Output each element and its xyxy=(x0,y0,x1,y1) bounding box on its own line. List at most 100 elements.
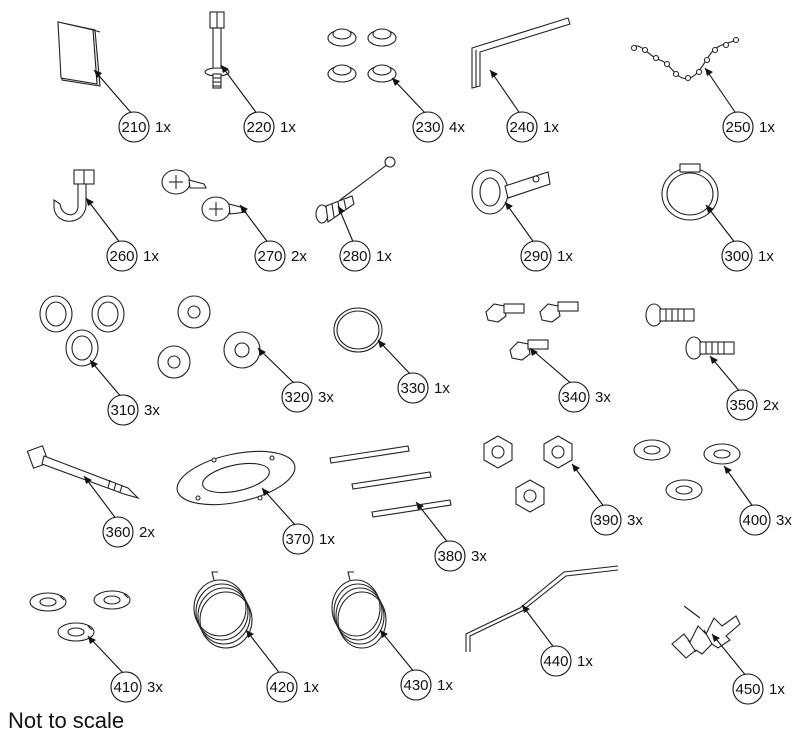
screw-with-pin-icon xyxy=(315,156,396,224)
part-number: 420 xyxy=(269,679,294,696)
part-qty: 1x xyxy=(280,119,296,136)
washers-icon xyxy=(633,439,741,501)
part-number: 380 xyxy=(437,548,462,565)
part-240: 240 1x xyxy=(471,17,571,143)
part-400: 400 3x xyxy=(633,439,792,536)
part-450: 450 1x xyxy=(671,605,785,705)
part-300: 300 1x xyxy=(661,163,774,272)
split-lock-washers-icon xyxy=(29,590,131,642)
part-410: 410 3x xyxy=(29,590,163,703)
part-qty: 1x xyxy=(759,119,775,136)
part-number: 400 xyxy=(742,512,767,529)
bent-rod-icon xyxy=(465,565,619,652)
rubber-bumpers-icon xyxy=(327,28,397,83)
phillips-screws-icon xyxy=(161,169,247,222)
part-220: 220 1x xyxy=(204,11,296,143)
footer-note: Not to scale xyxy=(8,708,125,733)
part-number: 440 xyxy=(543,653,568,670)
part-qty: 3x xyxy=(318,389,334,406)
part-number: 390 xyxy=(593,512,618,529)
part-390: 390 3x xyxy=(483,435,643,536)
part-number: 340 xyxy=(561,389,586,406)
manual-booklet-icon xyxy=(57,21,101,87)
part-number: 370 xyxy=(285,531,310,548)
part-350: 350 2x xyxy=(645,303,779,421)
part-number: 410 xyxy=(113,679,138,696)
part-280: 280 1x xyxy=(315,156,396,272)
part-number: 290 xyxy=(523,248,548,265)
part-qty: 1x xyxy=(543,119,559,136)
hex-bolt-icon xyxy=(204,11,230,89)
part-number: 320 xyxy=(284,389,309,406)
part-qty: 3x xyxy=(144,402,160,419)
part-360: 360 2x xyxy=(26,445,155,548)
part-330: 330 1x xyxy=(333,307,450,404)
hook-icon xyxy=(53,169,95,222)
hex-nuts-icon xyxy=(483,435,573,513)
part-440: 440 1x xyxy=(465,565,619,677)
part-qty: 4x xyxy=(449,119,465,136)
clamp-bracket-icon xyxy=(471,169,551,215)
part-qty: 3x xyxy=(627,512,643,529)
part-number: 430 xyxy=(403,677,428,694)
part-270: 270 2x xyxy=(161,169,307,272)
o-ring-icon xyxy=(333,307,383,353)
part-number: 230 xyxy=(415,119,440,136)
part-qty: 3x xyxy=(147,679,163,696)
part-number: 220 xyxy=(246,119,271,136)
part-qty: 1x xyxy=(155,119,171,136)
part-qty: 1x xyxy=(557,248,573,265)
part-430: 430 1x xyxy=(331,571,453,701)
part-260: 260 1x xyxy=(53,169,159,272)
part-310: 310 3x xyxy=(39,295,160,426)
part-qty: 2x xyxy=(139,524,155,541)
ear-clamps-icon xyxy=(39,295,125,367)
part-230: 230 4x xyxy=(327,28,465,143)
part-number: 250 xyxy=(725,119,750,136)
part-210: 210 1x xyxy=(57,21,171,143)
part-number: 240 xyxy=(509,119,534,136)
part-qty: 3x xyxy=(471,548,487,565)
part-320: 320 3x xyxy=(157,295,334,413)
part-qty: 3x xyxy=(595,389,611,406)
part-340: 340 3x xyxy=(485,301,611,413)
part-250: 250 1x xyxy=(630,36,775,143)
bead-chain-icon xyxy=(630,36,740,82)
part-number: 330 xyxy=(400,380,425,397)
part-qty: 3x xyxy=(776,512,792,529)
part-number: 350 xyxy=(729,397,754,414)
barbed-fitting-icon xyxy=(671,605,741,659)
nuts-with-sleeve-icon xyxy=(157,295,261,379)
pins-icon xyxy=(329,445,452,518)
part-number: 310 xyxy=(110,402,135,419)
part-qty: 1x xyxy=(769,681,785,698)
part-qty: 1x xyxy=(143,248,159,265)
hose-clamp-icon xyxy=(661,163,719,221)
part-qty: 1x xyxy=(376,248,392,265)
part-number: 270 xyxy=(257,248,282,265)
part-370: 370 1x xyxy=(176,450,335,555)
part-290: 290 1x xyxy=(471,169,573,272)
allen-key-icon xyxy=(471,17,571,89)
cable-tie-icon xyxy=(26,445,140,500)
part-qty: 1x xyxy=(577,653,593,670)
part-number: 210 xyxy=(121,119,146,136)
part-qty: 2x xyxy=(291,248,307,265)
part-number: 260 xyxy=(109,248,134,265)
slotted-screws-icon xyxy=(645,303,735,360)
part-420: 420 1x xyxy=(193,571,319,703)
part-qty: 1x xyxy=(437,677,453,694)
part-qty: 2x xyxy=(763,397,779,414)
part-number: 300 xyxy=(724,248,749,265)
part-qty: 1x xyxy=(303,679,319,696)
coil-spring-icon xyxy=(331,571,387,649)
gasket-plate-icon xyxy=(176,450,296,506)
part-number: 360 xyxy=(105,524,130,541)
part-qty: 1x xyxy=(758,248,774,265)
coil-spring-icon xyxy=(193,571,253,649)
part-number: 280 xyxy=(342,248,367,265)
part-number: 450 xyxy=(735,681,760,698)
hex-flange-bolts-icon xyxy=(485,301,579,361)
part-380: 380 3x xyxy=(329,445,487,572)
